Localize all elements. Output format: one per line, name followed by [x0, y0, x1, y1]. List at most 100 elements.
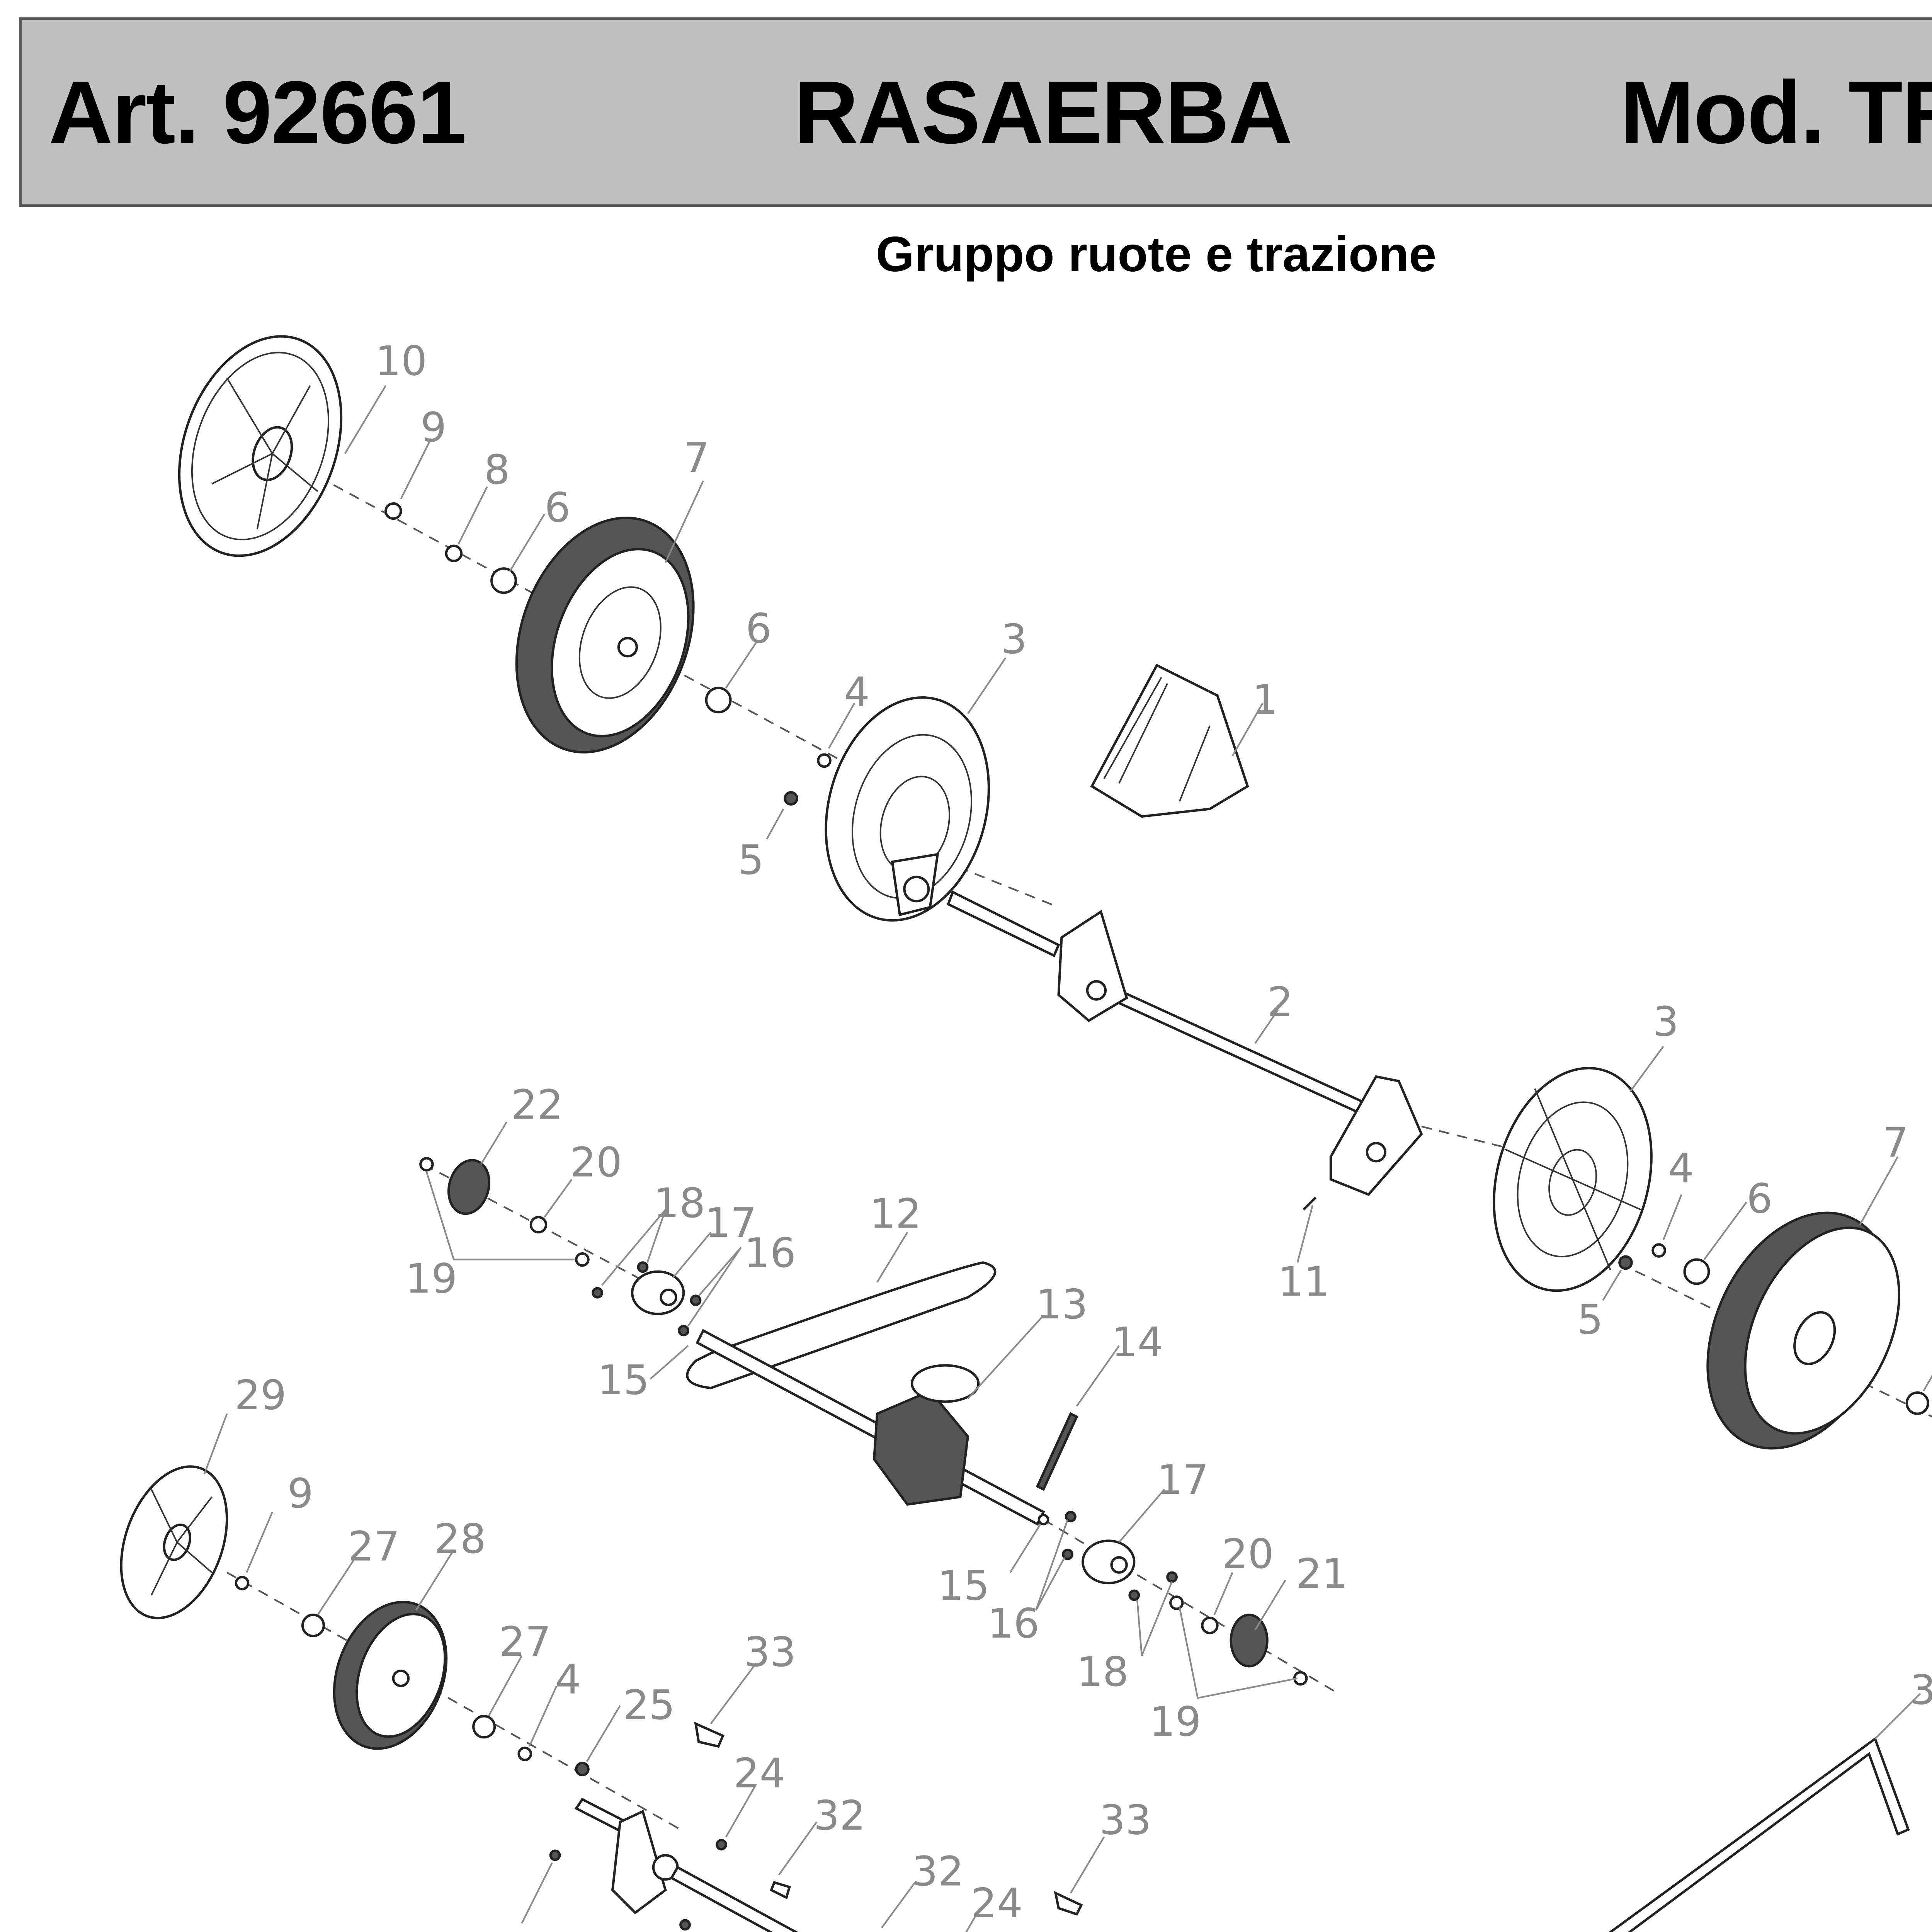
callout-33: 33 — [1099, 1796, 1151, 1844]
front-axle-axis-lines — [226, 1571, 681, 1830]
callout-27: 27 — [499, 1618, 551, 1665]
callout-17: 17 — [705, 1199, 757, 1247]
callout-2: 2 — [1267, 978, 1293, 1026]
callout-18: 18 — [1077, 1648, 1129, 1696]
model-number: Mod. TRX-531H — [1620, 62, 1932, 162]
pin-16a — [690, 1294, 702, 1306]
spacer-4c — [517, 1747, 532, 1761]
gear-cover-left — [825, 696, 990, 922]
spring-pin-11 — [1303, 1196, 1317, 1211]
spacer-4 — [817, 753, 832, 768]
product-name: RASAERBA — [794, 62, 1293, 162]
title-bar: Art. 92661 RASAERBA Mod. TRX-531H — [19, 17, 1932, 207]
front-axle-23 — [574, 1798, 798, 1932]
callout-19: 19 — [405, 1255, 457, 1303]
spacer-4b — [1651, 1243, 1666, 1258]
pinion-21 — [1230, 1614, 1269, 1668]
callout-8: 8 — [484, 446, 510, 493]
nut-9 — [384, 502, 402, 520]
callout-6: 6 — [544, 484, 570, 531]
spring-14 — [1036, 1412, 1078, 1491]
screw-24a — [716, 1839, 727, 1850]
gearbox-13 — [873, 1364, 980, 1506]
callout-5: 5 — [738, 836, 764, 884]
screw-18a — [592, 1287, 603, 1299]
clip-33b — [1054, 1891, 1083, 1916]
callout-31: 31 — [1910, 1666, 1932, 1714]
washer-8 — [445, 544, 463, 562]
callout-5: 5 — [1577, 1296, 1603, 1343]
bearing-6d — [1905, 1391, 1929, 1415]
bearing-27a — [301, 1614, 325, 1638]
callout-6: 6 — [1747, 1175, 1772, 1222]
bearing-6b — [705, 687, 732, 714]
callout-22: 22 — [511, 1081, 563, 1129]
callout-25: 25 — [623, 1681, 675, 1729]
callout-32: 32 — [912, 1848, 964, 1895]
callout-33: 33 — [744, 1628, 796, 1676]
callout-4: 4 — [1668, 1145, 1694, 1192]
callout-28: 28 — [434, 1515, 486, 1563]
callout-4: 4 — [555, 1656, 581, 1703]
callout-17: 17 — [1157, 1456, 1209, 1503]
callout-25: 25 — [466, 1925, 518, 1932]
hubcap-left — [178, 335, 343, 557]
callout-9: 9 — [287, 1469, 313, 1517]
screw-24c — [679, 1919, 691, 1931]
nut-25b — [549, 1849, 561, 1861]
callout-18: 18 — [653, 1179, 705, 1227]
pinion-22 — [447, 1159, 491, 1215]
callout-7: 7 — [684, 434, 709, 481]
screw-18d — [1128, 1589, 1140, 1601]
callout-11: 11 — [1278, 1258, 1330, 1306]
callout-27: 27 — [348, 1522, 400, 1570]
callout-19: 19 — [1149, 1698, 1201, 1745]
screw-18b — [637, 1261, 649, 1273]
clip-32a — [770, 1881, 791, 1900]
callout-16: 16 — [744, 1229, 796, 1277]
callout-16: 16 — [988, 1600, 1039, 1647]
rear-wheel-left — [515, 517, 695, 753]
belt-cover — [1090, 663, 1249, 818]
bearing-housing-17a — [631, 1270, 685, 1315]
callout-10: 10 — [375, 337, 427, 384]
spring-30 — [1864, 1905, 1932, 1932]
screw-5b — [1618, 1255, 1633, 1270]
front-hubcap-left — [120, 1465, 228, 1619]
callout-15: 15 — [938, 1562, 990, 1609]
leader-lines — [203, 385, 1932, 1932]
callout-32: 32 — [814, 1792, 866, 1839]
key-15b — [1037, 1514, 1049, 1526]
rear-wheel-right — [1706, 1211, 1900, 1450]
callout-21: 21 — [1296, 1550, 1348, 1597]
washer-20b — [1201, 1616, 1219, 1634]
front-wheel-left — [333, 1600, 448, 1750]
bearing-housing-17b — [1082, 1539, 1136, 1585]
bearing-27b — [472, 1715, 496, 1739]
callout-6: 6 — [746, 605, 772, 652]
callout-12: 12 — [869, 1190, 921, 1237]
callout-labels: 10 9 8 6 7 6 3 4 5 1 2 3 11 4 5 6 7 6 8 … — [235, 337, 1932, 1932]
bearing-6c — [1683, 1258, 1710, 1285]
rear-axle — [947, 890, 1423, 1196]
callout-15: 15 — [597, 1356, 649, 1404]
callout-7: 7 — [1883, 1119, 1908, 1167]
callout-24: 24 — [971, 1879, 1023, 1927]
pin-16c — [1065, 1510, 1077, 1522]
gear-cover-right — [1493, 1067, 1653, 1292]
nut-25a — [575, 1762, 590, 1777]
callout-4: 4 — [844, 668, 870, 716]
callout-29: 29 — [235, 1371, 286, 1419]
circlip-19b — [575, 1252, 590, 1267]
callout-20: 20 — [570, 1138, 622, 1186]
clip-33a — [694, 1721, 724, 1748]
callout-1: 1 — [1252, 676, 1278, 723]
callout-14: 14 — [1112, 1318, 1163, 1366]
screw-18c — [1166, 1571, 1178, 1583]
drive-belt — [686, 1261, 997, 1389]
circlip-19a — [419, 1157, 434, 1172]
screw-5 — [784, 791, 798, 806]
article-number: Art. 92661 — [49, 62, 467, 162]
nut-9c — [235, 1576, 250, 1590]
